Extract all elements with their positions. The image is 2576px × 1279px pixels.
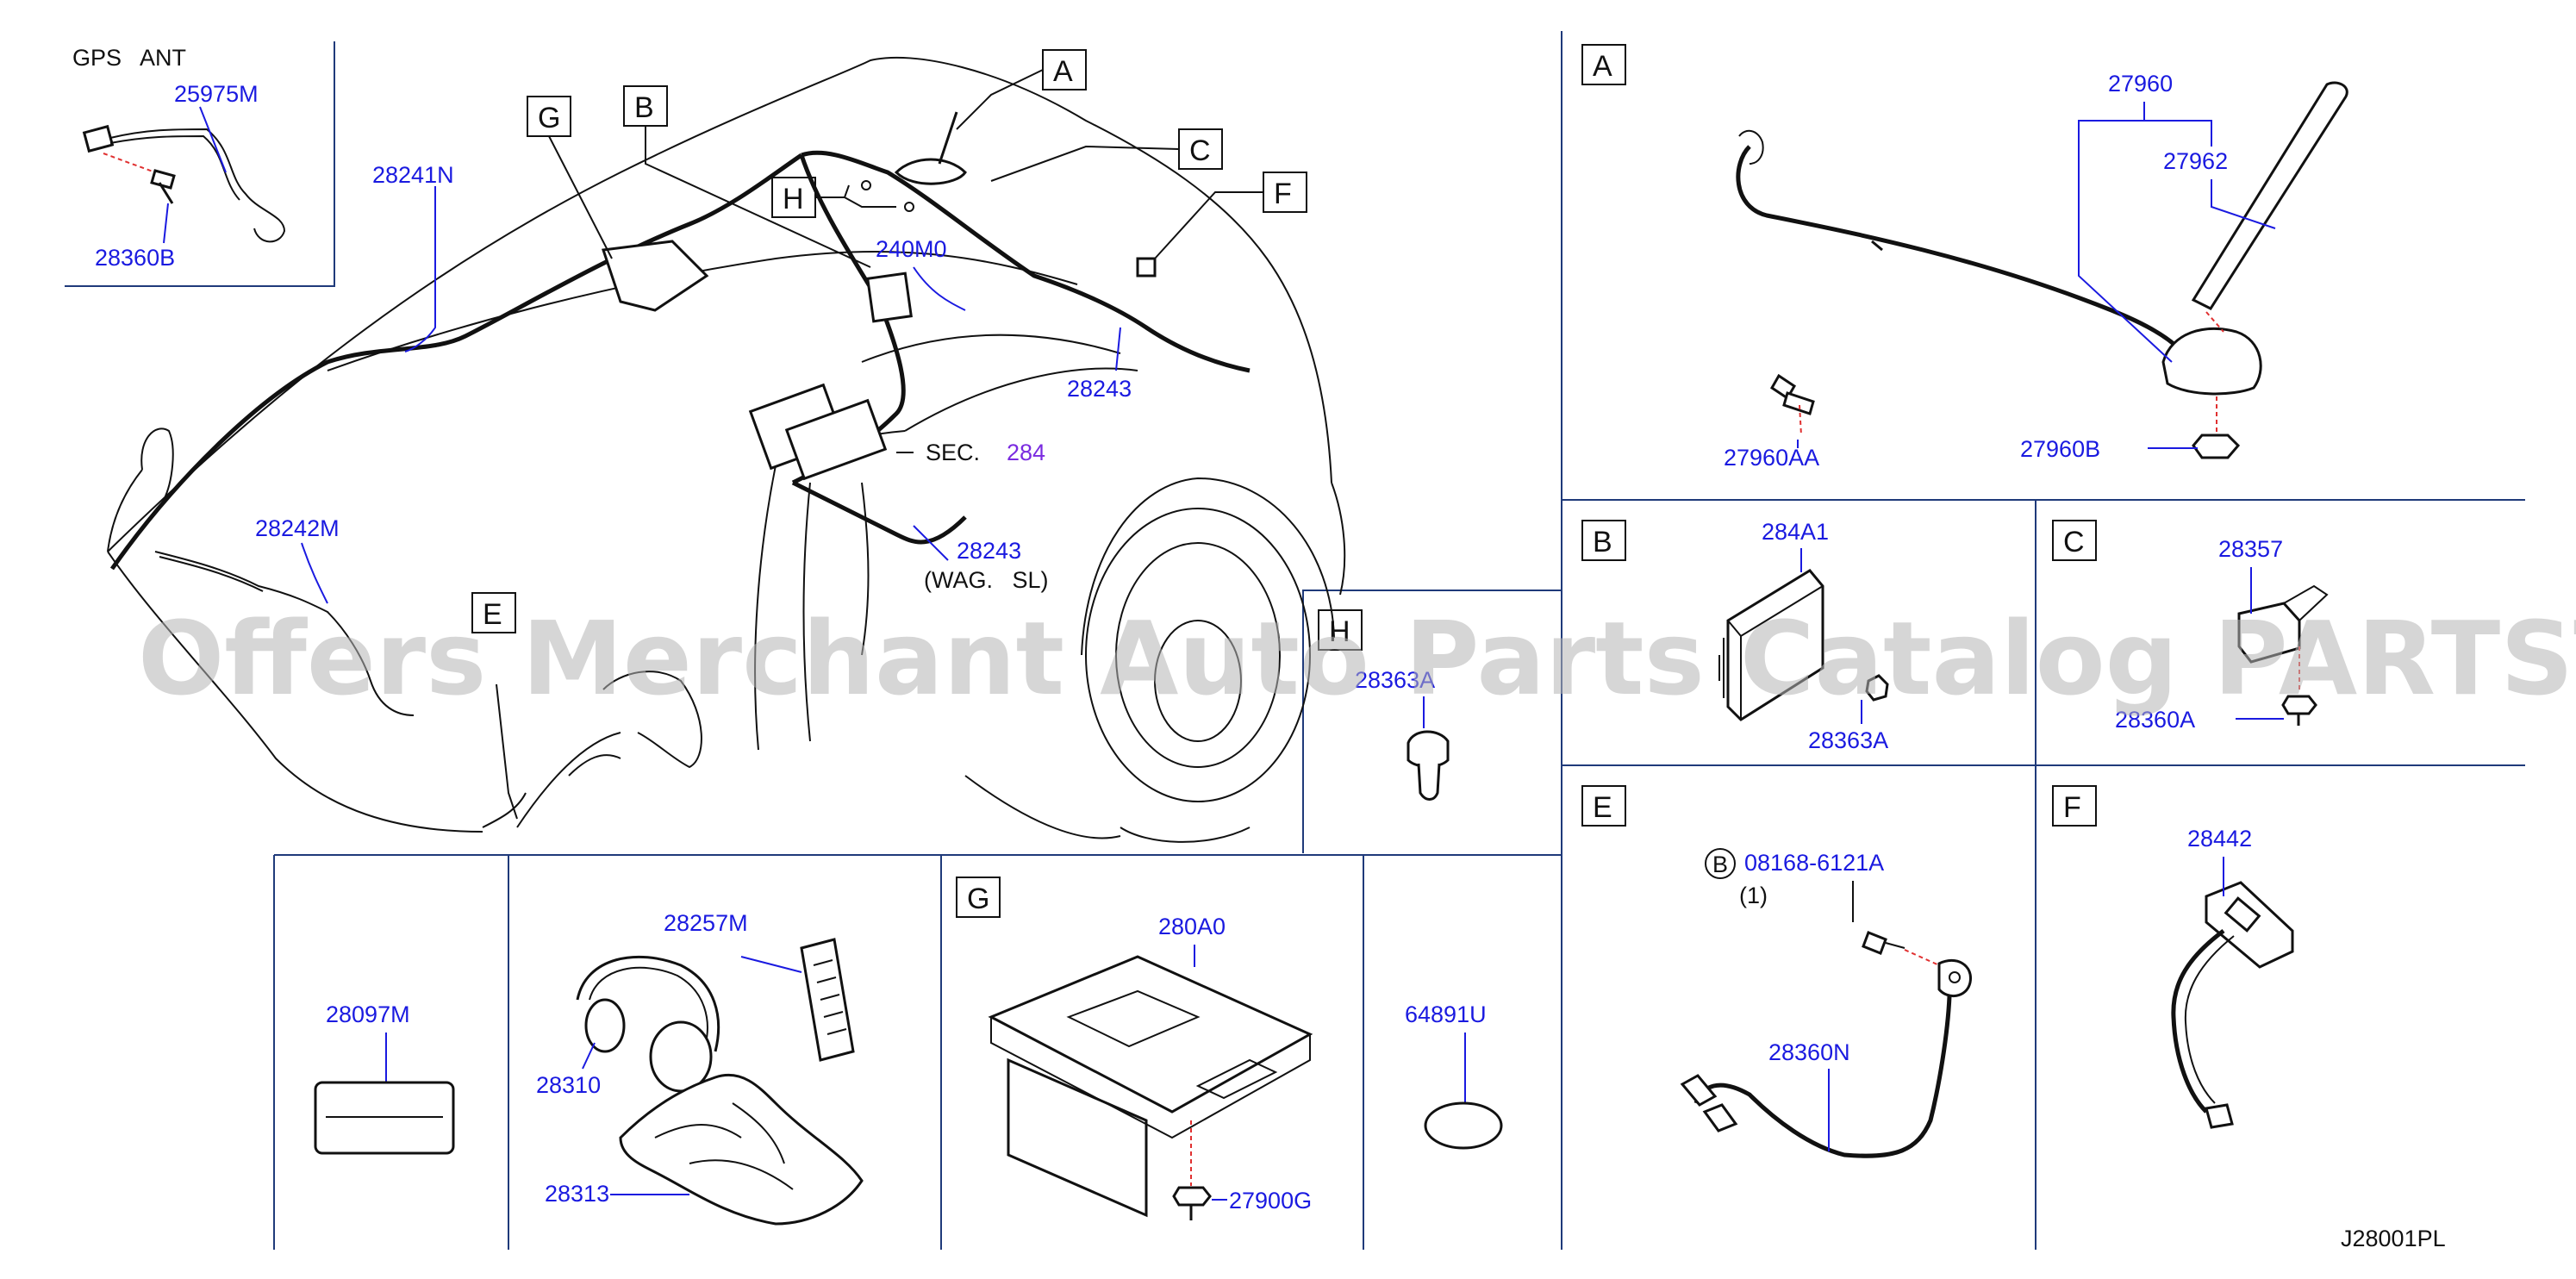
panel-g-bracket: G 280A0 27900G	[956, 877, 1313, 1220]
part-28243-bottom: 28243	[957, 538, 1021, 564]
part-28360n: 28360N	[1768, 1039, 1850, 1065]
part-27960b: 27960B	[2020, 436, 2100, 462]
headphones-remote-group: 28257M 28310 28313	[536, 910, 864, 1226]
part-64891u: 64891U	[1405, 1001, 1487, 1027]
panel-f-letter: F	[2063, 791, 2081, 824]
part-28242m: 28242M	[255, 515, 340, 541]
panel-c-letter: C	[2063, 526, 2085, 558]
part-28313: 28313	[545, 1181, 609, 1207]
part-27962: 27962	[2163, 148, 2228, 174]
part-28310: 28310	[536, 1072, 601, 1098]
main-part-labels: 28241N 28242M 240M0 28243 28243 (WAG. SL…	[255, 162, 1132, 593]
label-plate-28097m: 28097M	[314, 1001, 455, 1155]
part-28363a: 28363A	[1808, 727, 1888, 753]
main-leaders	[301, 186, 1121, 820]
part-28357: 28357	[2218, 536, 2283, 562]
diagram-code: J28001PL	[2341, 1226, 2446, 1251]
bolt-quantity: (1)	[1739, 883, 1768, 908]
gps-antenna-inset: GPS ANT 25975M 28360B	[72, 45, 286, 271]
part-28097m: 28097M	[326, 1001, 410, 1027]
callout-a: A	[1053, 55, 1073, 88]
part-28363a-h: 28363A	[1355, 667, 1435, 693]
car-body-outline	[107, 56, 1346, 843]
part-28243-top: 28243	[1067, 376, 1132, 402]
part-284a1: 284A1	[1762, 519, 1829, 545]
part-28257m: 28257M	[664, 910, 748, 936]
section-ref: SEC.	[926, 440, 980, 465]
panel-f-harness: F 28442	[2052, 785, 2294, 1129]
panel-h-letter: H	[1329, 615, 1350, 648]
panel-e-letter: E	[1593, 791, 1612, 824]
part-240m0: 240M0	[876, 236, 947, 262]
part-08168-6121a: 08168-6121A	[1744, 850, 1884, 876]
callout-g: G	[538, 102, 560, 134]
main-callouts: A B C E F G H	[471, 49, 1307, 633]
panel-frames	[65, 31, 2525, 1250]
part-28442: 28442	[2187, 826, 2252, 852]
part-25975m: 25975M	[174, 81, 259, 107]
panel-h-clip: H 28363A	[1318, 609, 1450, 801]
panel-b-letter: B	[1593, 526, 1612, 558]
panel-a-letter: A	[1593, 50, 1612, 83]
part-27960: 27960	[2108, 71, 2173, 97]
part-27900g: 27900G	[1229, 1188, 1312, 1213]
part-28241n: 28241N	[372, 162, 454, 188]
callout-e: E	[483, 598, 502, 631]
panel-b-module: B 284A1 28363A	[1581, 519, 1889, 753]
gps-ant-title: GPS ANT	[72, 45, 186, 71]
callout-c: C	[1189, 134, 1211, 167]
part-28360a: 28360A	[2115, 707, 2195, 733]
watermark-text: Offers Merchant Auto Parts Catalog PARTS…	[138, 599, 2576, 718]
panel-c-relay: C 28357 28360A	[2052, 520, 2329, 733]
part-27960aa: 27960AA	[1724, 445, 1819, 471]
part-280a0: 280A0	[1158, 914, 1226, 939]
harness-wires	[109, 111, 1251, 828]
panel-a-antenna: A 27960 27962 27960AA 27960B	[1581, 44, 2348, 471]
wagon-sl-note: (WAG. SL)	[924, 567, 1049, 593]
callout-b: B	[634, 91, 654, 124]
callout-h: H	[783, 183, 804, 215]
panel-e-ground: E B 08168-6121A (1) 28360N	[1581, 785, 1972, 1158]
pad-64891u: 64891U	[1405, 1001, 1503, 1150]
part-28360b: 28360B	[95, 245, 175, 271]
section-ref-number: 284	[1007, 440, 1045, 465]
callout-f: F	[1274, 178, 1292, 210]
bolt-circle-mark: B	[1712, 852, 1728, 877]
panel-g-letter: G	[967, 883, 989, 915]
